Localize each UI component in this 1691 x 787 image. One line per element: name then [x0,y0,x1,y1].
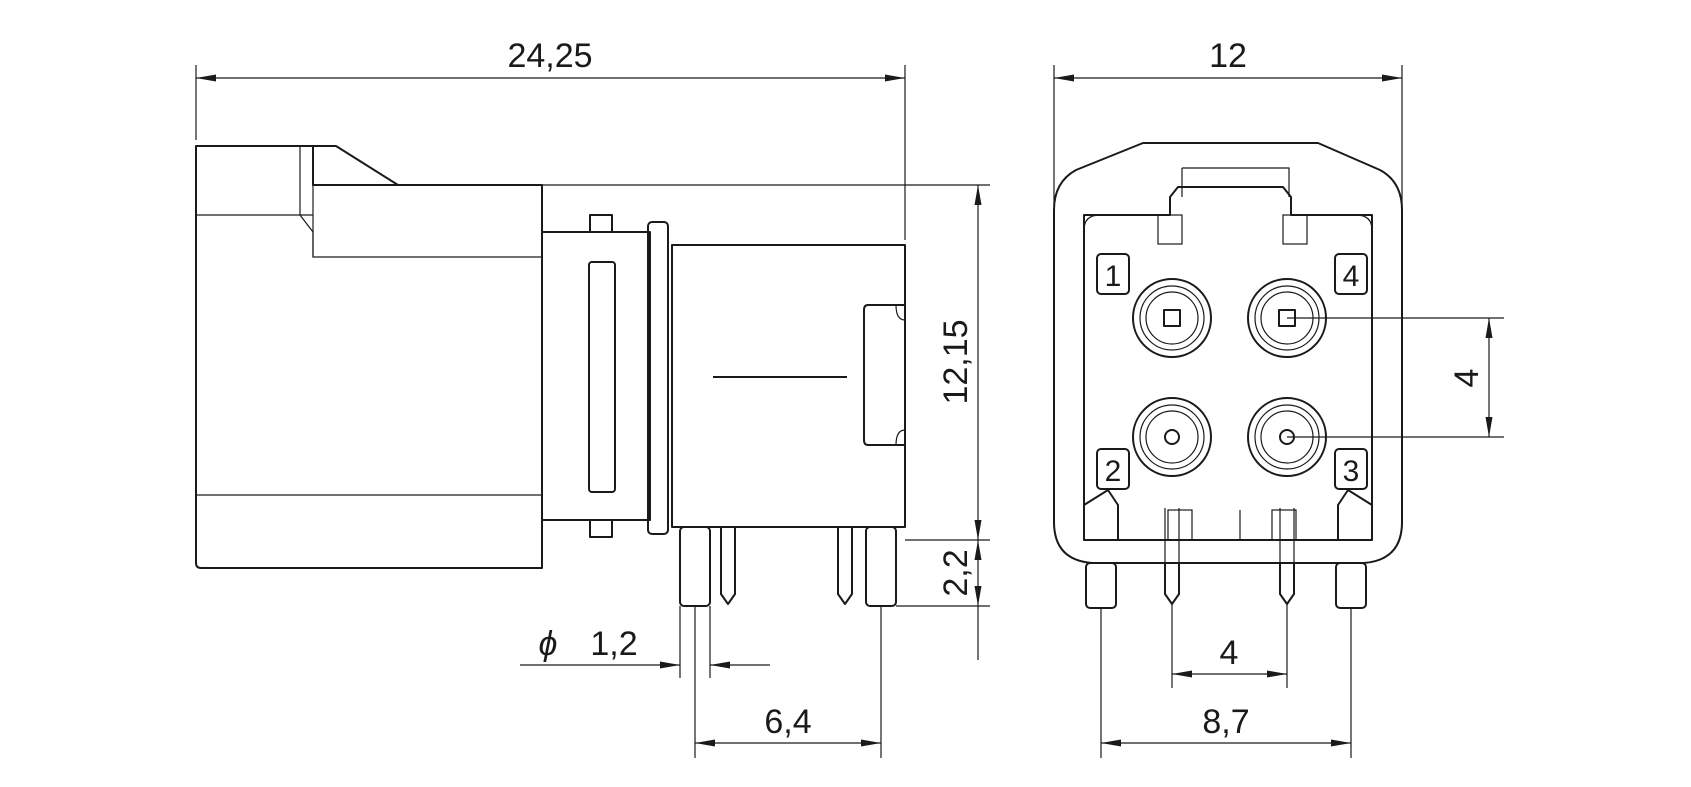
front-pins [1085,508,1367,609]
dimension-overall-width: 12 [1053,37,1403,205]
svg-text:2,2: 2,2 [937,549,975,596]
side-neck [541,214,669,538]
side-view [195,145,906,607]
svg-text:ϕ: ϕ [539,625,558,663]
dimension-pin-diameter: ϕ 1,2 [520,606,770,678]
side-housing [195,145,543,569]
svg-text:3: 3 [1343,455,1360,488]
dimension-pin-length: 2,2 [896,540,990,660]
dimension-overall-length: 24,25 [195,37,906,240]
front-inner-cavity [1083,186,1373,541]
side-pins [679,526,897,607]
dimension-contact-spacing-vertical: 4 [1287,317,1504,438]
svg-text:6,4: 6,4 [764,703,811,741]
dimension-contact-spacing-horizontal: 4 [1171,604,1288,688]
svg-text:1,2: 1,2 [590,625,637,663]
svg-text:1: 1 [1105,260,1122,293]
front-outer-shell [1053,142,1403,564]
contact-number-4: 4 [1334,253,1368,295]
svg-text:4: 4 [1448,369,1486,388]
contact-number-3: 3 [1334,448,1368,490]
dimension-height: 12,15 [542,184,990,541]
contact-number-1: 1 [1096,253,1130,295]
svg-text:12,15: 12,15 [937,319,975,404]
svg-text:8,7: 8,7 [1202,703,1249,741]
svg-text:4: 4 [1220,634,1239,672]
svg-text:12: 12 [1209,37,1247,75]
contact-number-2: 2 [1096,448,1130,490]
contact-1 [1132,278,1212,358]
contact-2 [1132,397,1212,477]
dimension-front-pin-spacing: 8,7 [1100,608,1352,758]
svg-text:4: 4 [1343,260,1360,293]
side-receptacle [671,244,906,528]
dimension-side-pin-spacing: 6,4 [694,606,882,758]
svg-text:2: 2 [1105,455,1122,488]
svg-text:24,25: 24,25 [507,37,592,75]
front-view: 1 4 2 3 [1053,142,1403,609]
